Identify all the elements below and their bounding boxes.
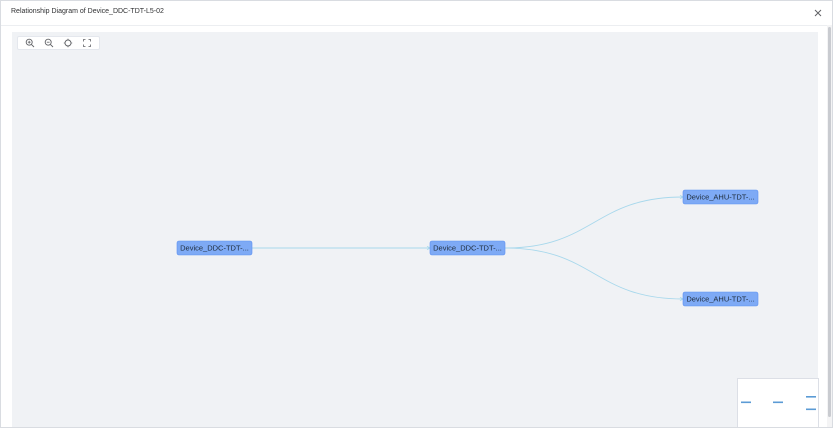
node-label: Device_AHU-TDT-... bbox=[686, 295, 754, 304]
node-label: Device_AHU-TDT-... bbox=[686, 193, 754, 202]
vertical-scrollbar[interactable] bbox=[827, 25, 832, 427]
graph-canvas[interactable]: Device_DDC-TDT-... Device_DDC-TDT-... Devi… bbox=[12, 32, 819, 427]
graph-node-n1[interactable]: Device_DDC-TDT-... bbox=[176, 240, 253, 256]
dialog-header: Relationship Diagram of Device_DDC-TDT-L… bbox=[1, 1, 832, 26]
fit-view-button[interactable] bbox=[60, 37, 76, 49]
node-box[interactable] bbox=[176, 240, 253, 256]
minimap[interactable] bbox=[737, 378, 819, 427]
minimap-view bbox=[741, 396, 816, 411]
graph-edge bbox=[504, 196, 684, 249]
fit-view-icon bbox=[63, 38, 73, 48]
relationship-graph[interactable]: Device_DDC-TDT-... Device_DDC-TDT-... Devi… bbox=[12, 32, 818, 427]
minimap-node bbox=[741, 401, 751, 404]
node-box[interactable] bbox=[682, 291, 759, 307]
fullscreen-icon bbox=[83, 39, 91, 47]
minimap-node bbox=[806, 396, 816, 398]
zoom-out-icon bbox=[44, 38, 54, 48]
fullscreen-button[interactable] bbox=[79, 37, 95, 49]
close-icon bbox=[814, 9, 822, 17]
scrollbar-thumb[interactable] bbox=[828, 27, 831, 417]
zoom-in-icon bbox=[25, 38, 35, 48]
graph-node-n2[interactable]: Device_DDC-TDT-... bbox=[429, 240, 506, 256]
node-label: Device_DDC-TDT-... bbox=[433, 244, 502, 253]
graph-edge bbox=[504, 247, 684, 300]
graph-node-n4[interactable]: Device_AHU-TDT-... bbox=[682, 291, 759, 307]
minimap-node bbox=[773, 401, 783, 404]
zoom-out-button[interactable] bbox=[41, 37, 57, 49]
graph-node-n3[interactable]: Device_AHU-TDT-... bbox=[682, 189, 759, 205]
graph-toolbar bbox=[17, 36, 100, 50]
zoom-in-button[interactable] bbox=[22, 37, 38, 49]
node-box[interactable] bbox=[682, 189, 759, 205]
dialog-title: Relationship Diagram of Device_DDC-TDT-L… bbox=[11, 8, 164, 15]
close-button[interactable] bbox=[812, 6, 824, 18]
node-label: Device_DDC-TDT-... bbox=[180, 244, 249, 253]
minimap-node bbox=[806, 408, 816, 411]
node-box[interactable] bbox=[429, 240, 506, 256]
